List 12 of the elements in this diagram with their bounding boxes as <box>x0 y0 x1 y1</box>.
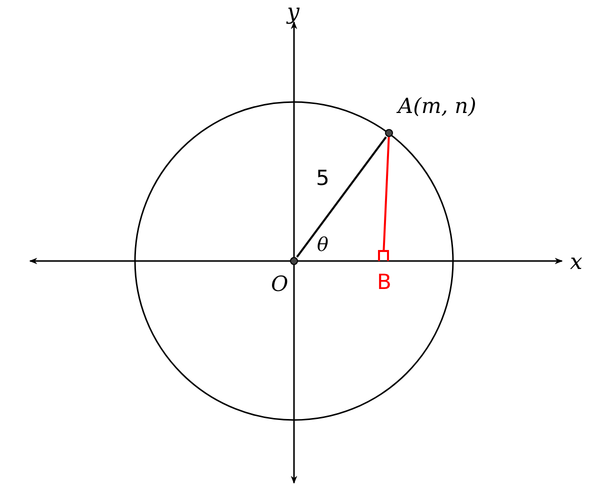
point-dot <box>290 257 298 265</box>
line-segment <box>296 136 387 258</box>
axis-label: x <box>570 252 582 274</box>
point-label: O <box>271 274 288 295</box>
point-label: A(m, n) <box>398 96 476 117</box>
axis-label: y <box>287 2 300 24</box>
angle-label: θ <box>317 236 328 255</box>
point-label: B <box>377 272 392 293</box>
edge-label: 5 <box>316 168 330 189</box>
right-angle-mark <box>378 250 389 261</box>
point-dot <box>385 129 393 137</box>
line-segment <box>382 136 390 250</box>
